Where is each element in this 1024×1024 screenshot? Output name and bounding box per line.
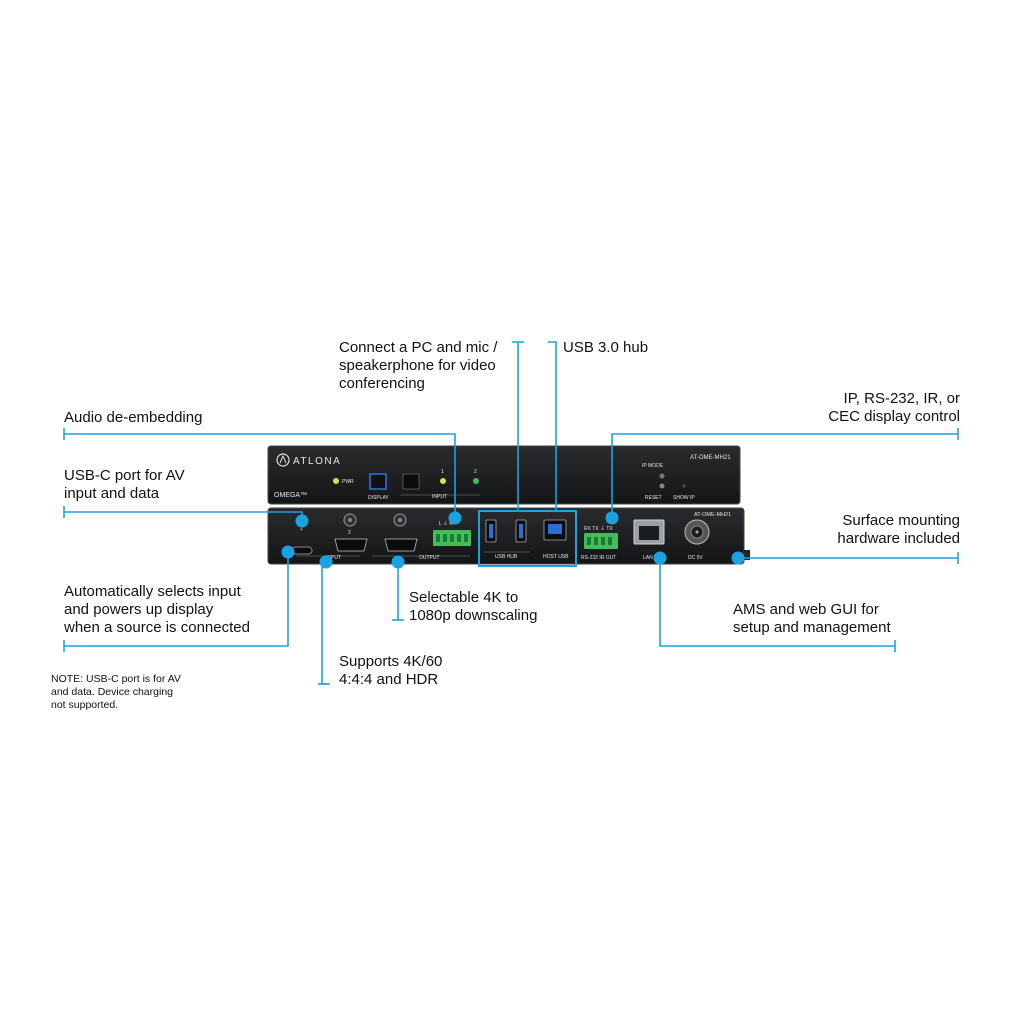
note-line: NOTE: USB-C port is for AV — [51, 673, 181, 685]
callout-mounting: Surface mounting hardware included — [837, 512, 960, 548]
callout-line: USB 3.0 hub — [563, 339, 649, 356]
callout-line: Connect a PC and mic / — [339, 339, 498, 356]
audio-pins: L ⏚ R — [439, 520, 453, 527]
front-panel: ATLONA OMEGA™ AT-OME-MH21 PWR DISPLAY 1 … — [267, 445, 741, 505]
callout-line: 1080p downscaling — [409, 607, 538, 624]
input-2-led — [473, 478, 479, 484]
callout-audio: Audio de-embedding — [64, 409, 202, 427]
show-ip-button[interactable] — [682, 484, 686, 488]
usb-c-port[interactable] — [291, 546, 313, 555]
callout-line: setup and management — [733, 619, 891, 636]
callout-line: speakerphone for video — [339, 357, 496, 374]
callout-auto-select: Automatically selects input and powers u… — [64, 583, 250, 637]
callout-ams: AMS and web GUI for setup and management — [733, 601, 891, 637]
hdmi-number: 2 — [348, 530, 351, 536]
callout-scaling: Selectable 4K to 1080p downscaling — [409, 589, 537, 625]
callout-usbc: USB-C port for AV input and data — [64, 467, 185, 503]
pwr-label: PWR — [342, 479, 354, 485]
input-2-number: 2 — [474, 469, 477, 475]
atlona-logo-icon — [276, 453, 290, 467]
rear-input-label: INPUT — [326, 555, 341, 561]
hdmi-output-port[interactable] — [384, 538, 418, 552]
callout-line: Audio de-embedding — [64, 409, 203, 426]
callout-line: Automatically selects input — [64, 583, 241, 600]
show-ip-label: SHOW IP — [673, 495, 695, 501]
usbc-number: 1 — [300, 526, 303, 532]
pwr-led — [333, 478, 339, 484]
callout-usb-hub: USB 3.0 hub — [563, 339, 648, 357]
usb-section-highlight — [478, 510, 577, 567]
product-name: OMEGA™ — [274, 492, 307, 499]
rear-panel: AT-OME-MH21 1 2 INPUT OUTPUT L ⏚ R USB — [267, 507, 750, 567]
callout-line: conferencing — [339, 375, 425, 392]
usb-c-note: NOTE: USB-C port is for AV and data. Dev… — [51, 673, 181, 712]
callout-line: 4:4:4 and HDR — [339, 671, 439, 688]
input-label: INPUT — [432, 494, 447, 500]
input-1-led — [440, 478, 446, 484]
callout-line: Supports 4K/60 — [339, 653, 443, 670]
model-front: AT-OME-MH21 — [690, 455, 731, 461]
host-usb-label: HOST USB — [543, 554, 569, 560]
usb-hub-label: USB HUB — [495, 554, 518, 560]
dc-label: DC 5V — [688, 555, 703, 561]
ip-mode-led — [659, 473, 665, 479]
callout-line: USB-C port for AV — [64, 467, 185, 484]
lan-label: LAN — [643, 555, 653, 561]
callout-line: when a source is connected — [64, 619, 250, 636]
model-rear: AT-OME-MH21 — [694, 512, 731, 518]
reset-label: RESET — [645, 495, 662, 501]
callout-ip-control: IP, RS-232, IR, or CEC display control — [828, 390, 960, 426]
logo-text: ATLONA — [293, 456, 341, 467]
callout-line: Selectable 4K to — [409, 589, 519, 606]
reset-button[interactable] — [659, 483, 665, 489]
output-label: OUTPUT — [419, 555, 440, 561]
callout-line: input and data — [64, 485, 160, 502]
display-button[interactable] — [369, 473, 387, 490]
callout-line: AMS and web GUI for — [733, 601, 879, 618]
callout-line: and powers up display — [64, 601, 214, 618]
callout-dots — [281, 511, 745, 569]
display-label: DISPLAY — [368, 495, 389, 501]
note-line: and data. Device charging — [51, 686, 173, 698]
note-line: not supported. — [51, 699, 119, 711]
callout-line: hardware included — [837, 530, 960, 547]
ip-mode-label: IP MODE — [642, 463, 664, 469]
callout-line: IP, RS-232, IR, or — [843, 390, 960, 407]
input-button[interactable] — [402, 473, 420, 490]
hdmi-input-port[interactable] — [334, 538, 368, 552]
callout-line: Surface mounting — [842, 512, 960, 529]
rs232-label: RS-232 IR OUT — [581, 555, 616, 561]
input-1-number: 1 — [441, 469, 444, 475]
callout-hdr: Supports 4K/60 4:4:4 and HDR — [339, 653, 442, 689]
callout-pc-mic: Connect a PC and mic / speakerphone for … — [339, 339, 497, 393]
rs232-pins: RX TX ⏚ TX — [584, 525, 613, 532]
callout-line: CEC display control — [828, 408, 960, 425]
